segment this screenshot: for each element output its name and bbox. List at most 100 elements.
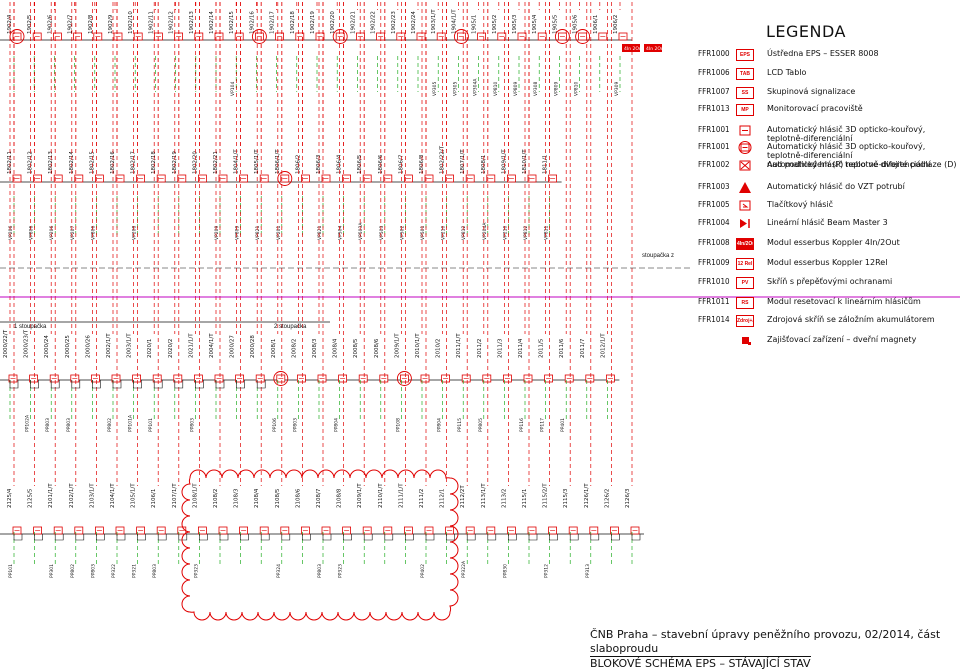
legend-text-line: Tlačítkový hlásič bbox=[767, 200, 834, 209]
legend-text-line: Modul resetovací k lineárním hlásičům bbox=[767, 297, 921, 306]
room-label: VP207 bbox=[70, 225, 76, 240]
detector-label: 2011/5 bbox=[539, 338, 545, 358]
legend-text: Zajišťovací zařízení – dveřní magnety bbox=[767, 335, 916, 344]
room-label: VP210 bbox=[502, 225, 508, 240]
room-label: PP803 bbox=[189, 418, 195, 432]
detector-label: 2000/23/T bbox=[24, 329, 30, 358]
detector-label: 2112/1 bbox=[440, 489, 446, 508]
loop-tab bbox=[157, 534, 167, 541]
room-label: PP321 bbox=[132, 564, 138, 578]
detector-label: 2011/6 bbox=[559, 338, 565, 358]
loop-tab bbox=[96, 534, 105, 541]
koppler-module-a-label: 4In 2Out bbox=[624, 46, 644, 52]
room-label: VP809 bbox=[235, 225, 241, 240]
legend-text-line: Automatický hlásič do VZT potrubí bbox=[767, 182, 905, 191]
loop-tab bbox=[215, 380, 225, 389]
legend-symbol-label: TAB bbox=[736, 68, 754, 80]
detector-label: 1902/15 bbox=[229, 11, 235, 34]
detector-label: 1902/16 bbox=[249, 11, 255, 34]
legend-symbol-box-icon: MP bbox=[734, 103, 756, 116]
legend-text-line: Skupinová signalizace bbox=[767, 87, 856, 96]
detector-label: 2115/3 bbox=[563, 488, 569, 508]
detector-label: 2125/4 bbox=[7, 488, 13, 508]
ceiling-detector-circle bbox=[9, 29, 25, 44]
room-label: VP821 bbox=[255, 225, 261, 240]
room-label: VP503A bbox=[358, 222, 364, 240]
detector-label: 2111/2 bbox=[419, 489, 425, 508]
legend-symbol-label: Zdroj+Aku bbox=[736, 315, 754, 327]
legend-code: FFR1007 bbox=[698, 87, 730, 96]
detector-label: 1805/1/T bbox=[254, 149, 260, 174]
room-label: VP308 bbox=[533, 81, 539, 96]
detector-label: 1902/19 bbox=[310, 11, 316, 34]
detector-label: 1905/6 bbox=[573, 14, 579, 34]
room-label: VP809 bbox=[553, 81, 559, 96]
legend-code: FFR1002 bbox=[698, 160, 730, 169]
detector-label: 1802/18 bbox=[151, 151, 157, 174]
loop-tab bbox=[590, 534, 600, 541]
detector-label: 2111/1/T bbox=[398, 483, 404, 508]
legend-text-line: Automatický hlásič 3D opticko-kouřový, t… bbox=[767, 125, 926, 143]
legend-symbol-bowtie-icon bbox=[734, 217, 756, 230]
koppler-module-b bbox=[644, 44, 662, 52]
detector-label: 1802/20 bbox=[192, 151, 198, 174]
loop-tab bbox=[199, 534, 208, 541]
detector-label: 1902/7 bbox=[68, 14, 74, 34]
loop-tab bbox=[13, 534, 23, 541]
detector-label: 1902/13 bbox=[189, 11, 195, 34]
legend-text: Modul resetovací k lineárním hlásičům bbox=[767, 297, 921, 306]
legend-text: Monitorovací pracoviště bbox=[767, 104, 863, 113]
room-label: PP803 bbox=[152, 564, 158, 578]
room-label: PP322 bbox=[111, 564, 117, 578]
stoupacka-cut-label: stoupačka z bbox=[642, 253, 675, 259]
detector-label: 2000/28 bbox=[250, 335, 256, 358]
room-label: PP101 bbox=[148, 418, 154, 432]
room-label: PP803 bbox=[66, 418, 72, 432]
loop-tab bbox=[133, 380, 142, 389]
legend-code: FFR1006 bbox=[698, 68, 730, 77]
detector-label: 1905/4 bbox=[532, 14, 538, 34]
room-label: PP301 bbox=[49, 564, 55, 578]
loop-tab bbox=[112, 380, 122, 389]
legend-code: FFR1005 bbox=[698, 200, 730, 209]
loop-tab bbox=[153, 380, 163, 389]
detector-label: 1902/18 bbox=[290, 11, 296, 34]
legend-symbol-label: MP bbox=[736, 104, 754, 116]
legend-code: FFR1011 bbox=[698, 297, 730, 306]
room-label: PP804 bbox=[437, 418, 443, 432]
legend-symbol-label: EPS bbox=[736, 49, 754, 61]
room-label: VP305 bbox=[432, 81, 438, 96]
detector-label: 2008/3 bbox=[312, 338, 318, 358]
loop-tab bbox=[425, 534, 435, 541]
detector-label: 1802/19 bbox=[172, 151, 178, 174]
koppler-module-b-label: 4In 2Out bbox=[646, 46, 666, 52]
room-label: VP208 bbox=[132, 225, 138, 240]
loop-tab bbox=[611, 534, 620, 541]
detector-label: 2008/4 bbox=[333, 338, 339, 358]
room-label: PP323 bbox=[338, 564, 344, 578]
detector-label: 2112/2T bbox=[460, 485, 466, 508]
detector-label: 1802/16 bbox=[110, 151, 116, 174]
legend-code: FFR1010 bbox=[698, 277, 730, 286]
room-label: PP401 bbox=[560, 418, 566, 432]
detector-label: 2115/2/T bbox=[543, 483, 549, 508]
loop-tab bbox=[137, 534, 146, 541]
detector-label: 2011/1/T bbox=[456, 333, 462, 358]
detector-label: 2126/3 bbox=[625, 488, 631, 508]
room-label: VP806 bbox=[29, 225, 35, 240]
room-label: PP115 bbox=[457, 418, 463, 432]
detector-label: 1806/1/T bbox=[275, 149, 281, 174]
room-label: VP810 bbox=[493, 81, 499, 96]
detector-label: 1902/17 bbox=[270, 11, 276, 34]
detector-label: 2126/2 bbox=[604, 489, 610, 508]
detector-label: 1902/24 bbox=[411, 11, 417, 34]
loop-tab bbox=[236, 380, 245, 389]
loop-tab bbox=[240, 534, 249, 541]
loop-tab bbox=[466, 534, 476, 541]
detector-label: 1905/2 bbox=[492, 15, 498, 34]
detector-label: 2008/5 bbox=[353, 338, 359, 358]
room-label: PP106 bbox=[272, 418, 278, 432]
